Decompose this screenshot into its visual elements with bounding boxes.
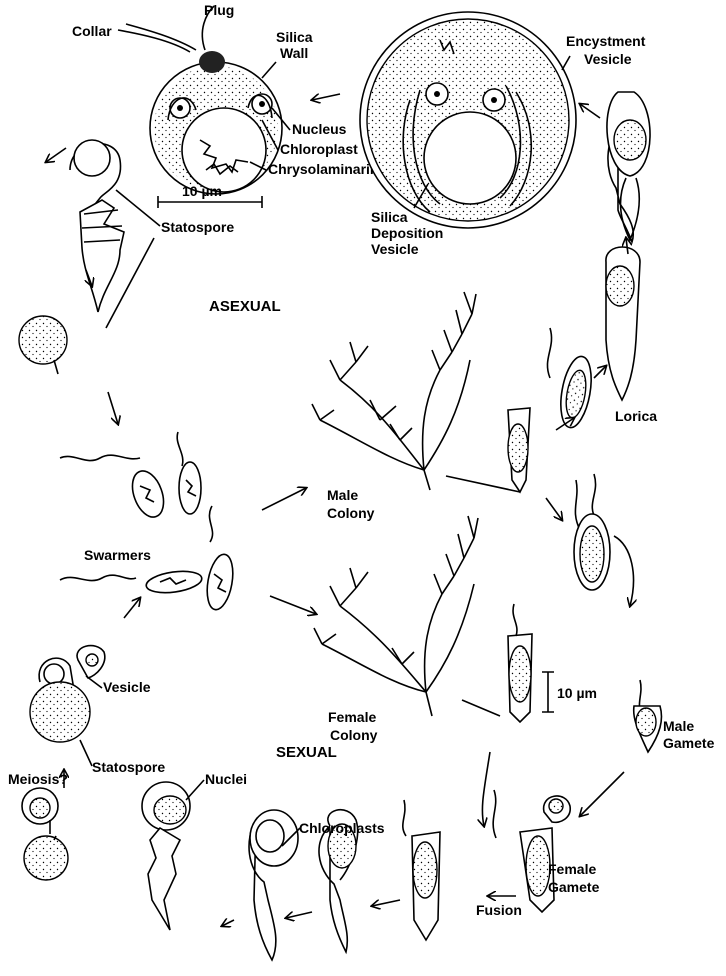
- label-lorica: Lorica: [615, 408, 657, 424]
- label-plug: Plug: [204, 2, 234, 18]
- scale-bar-mid: [542, 672, 554, 712]
- meiosis-cells: [22, 788, 68, 880]
- label-male-gamete-2: Gamete: [663, 735, 715, 751]
- label-statospore-bottom: Statospore: [92, 759, 165, 775]
- label-fusion: Fusion: [476, 902, 522, 918]
- label-chloroplasts: Chloroplasts: [299, 820, 385, 836]
- developing-cyst-2: [249, 810, 298, 960]
- loricate-cell-female-colony: [508, 604, 532, 722]
- label-sdv-3: Vesicle: [371, 241, 419, 257]
- label-female-gamete-2: Gamete: [548, 879, 600, 895]
- dividing-cell: [574, 474, 610, 590]
- label-female-gamete-1: Female: [548, 861, 596, 877]
- zygote-in-lorica: [403, 800, 440, 940]
- female-colony: [314, 516, 478, 716]
- label-male-gamete-1: Male: [663, 718, 694, 734]
- vesicle-cell: [30, 646, 105, 742]
- statospore-loricate: [70, 140, 124, 312]
- label-chrysolaminarin: Chrysolaminarin: [268, 161, 378, 177]
- label-sdv-2: Deposition: [371, 225, 443, 241]
- male-gamete-cell: [634, 680, 662, 752]
- label-meiosis: Meiosis?: [8, 771, 68, 787]
- label-female-colony-2: Colony: [330, 727, 378, 743]
- label-scale-top: 10 µm: [182, 183, 222, 199]
- plug-shape: [199, 51, 225, 73]
- chrysolaminarin-vacuole: [182, 108, 266, 192]
- label-female-colony-1: Female: [328, 709, 376, 725]
- loricate-cell-male-colony: [508, 408, 530, 492]
- encystment-section: [360, 12, 576, 228]
- released-swimmers-top: [547, 328, 596, 430]
- label-scale-mid: 10 µm: [557, 685, 597, 701]
- label-male-colony-1: Male: [327, 487, 358, 503]
- label-statospore-top: Statospore: [161, 219, 234, 235]
- label-collar: Collar: [72, 23, 112, 39]
- label-silica-wall-1: Silica: [276, 29, 313, 45]
- encystment-vesicle-cell: [607, 92, 650, 242]
- swarmer-cells: [60, 432, 237, 612]
- male-colony: [312, 292, 476, 490]
- label-swarmers: Swarmers: [84, 547, 151, 563]
- label-encystment-2: Vesicle: [584, 51, 632, 67]
- label-nuclei: Nuclei: [205, 771, 247, 787]
- statospore-nuclei: [142, 782, 190, 930]
- label-nucleus: Nucleus: [292, 121, 347, 137]
- label-sdv-1: Silica: [371, 209, 408, 225]
- loricate-cell-lorica: [606, 247, 640, 400]
- label-sexual: SEXUAL: [276, 744, 337, 761]
- germinating-statospore: [19, 316, 67, 364]
- label-asexual: ASEXUAL: [209, 298, 281, 315]
- label-male-colony-2: Colony: [327, 505, 375, 521]
- label-encystment-1: Encystment: [566, 33, 646, 49]
- label-vesicle: Vesicle: [103, 679, 151, 695]
- label-silica-wall-2: Wall: [280, 45, 308, 61]
- label-chloroplast: Chloroplast: [280, 141, 358, 157]
